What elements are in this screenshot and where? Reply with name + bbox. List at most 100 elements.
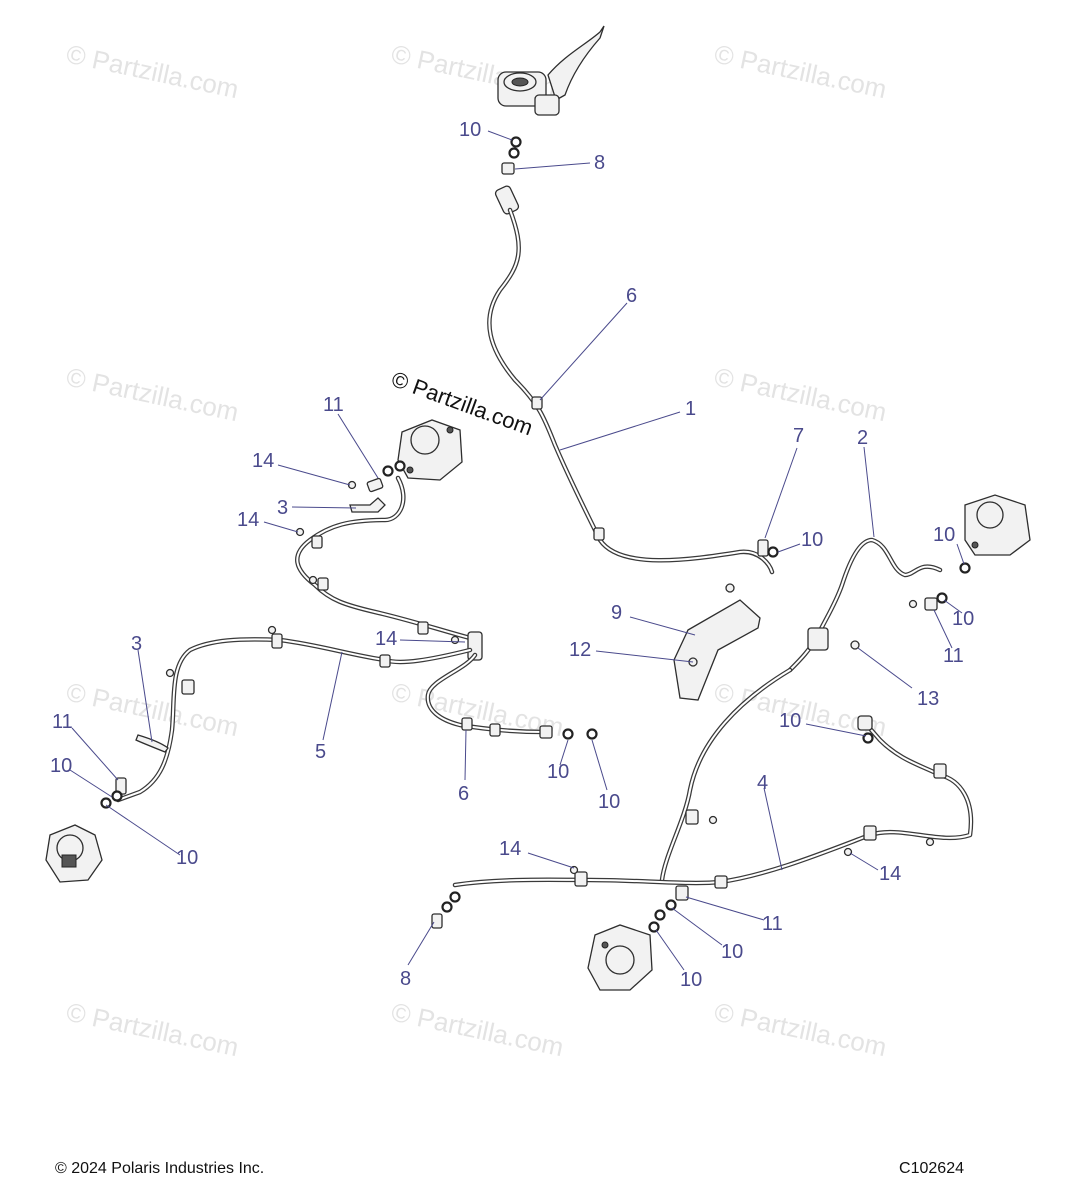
callout-label: 10 bbox=[50, 755, 72, 777]
screw bbox=[850, 640, 860, 650]
washer bbox=[562, 728, 574, 740]
screw bbox=[708, 815, 718, 825]
washer bbox=[586, 728, 598, 740]
hose-clamp bbox=[714, 875, 728, 889]
brake-line-bracket bbox=[349, 497, 386, 513]
callout-label: 10 bbox=[547, 761, 569, 783]
watermark: © Partzilla.com bbox=[712, 997, 890, 1063]
callout-label: 10 bbox=[680, 969, 702, 991]
callout-label: 8 bbox=[594, 152, 605, 174]
banjo-bolt bbox=[431, 913, 443, 929]
hose-clamp bbox=[593, 527, 605, 541]
washer bbox=[394, 460, 406, 472]
master-cylinder bbox=[497, 25, 605, 116]
callout-label: 4 bbox=[757, 772, 768, 794]
watermark: © Partzilla.com bbox=[64, 997, 242, 1063]
watermark: © Partzilla.com bbox=[64, 677, 242, 743]
banjo-bolt bbox=[501, 162, 515, 175]
callout-label: 11 bbox=[52, 711, 73, 733]
banjo-bolt bbox=[675, 885, 689, 901]
hose-clamp bbox=[489, 723, 501, 737]
callout-label: 6 bbox=[626, 285, 637, 307]
hose-clamp bbox=[863, 825, 877, 841]
leader-lines bbox=[69, 130, 965, 971]
callout-label: 14 bbox=[252, 450, 274, 472]
screw bbox=[569, 865, 579, 875]
hose-clamp bbox=[685, 809, 699, 825]
watermark: © Partzilla.com bbox=[64, 39, 242, 105]
watermark: © Partzilla.com bbox=[712, 362, 890, 428]
callout-label: 10 bbox=[459, 119, 481, 141]
callout-label: 10 bbox=[801, 529, 823, 551]
brake-hose-main bbox=[487, 207, 775, 575]
callout-label: 13 bbox=[917, 688, 939, 710]
hose-clamp bbox=[574, 871, 588, 887]
brake-junction bbox=[807, 627, 829, 651]
rear-right-caliper bbox=[587, 924, 653, 991]
front-left-caliper bbox=[397, 419, 463, 481]
screw bbox=[308, 575, 318, 585]
callout-label: 14 bbox=[237, 509, 259, 531]
brake-hose-front-left bbox=[295, 475, 473, 641]
hose-clamp bbox=[417, 621, 429, 635]
screw bbox=[925, 837, 935, 847]
washer bbox=[508, 147, 520, 159]
brake-junction bbox=[467, 631, 483, 661]
washer bbox=[654, 909, 666, 921]
callout-label: 10 bbox=[779, 710, 801, 732]
hose-clamp bbox=[311, 535, 323, 549]
callout-label: 2 bbox=[857, 427, 868, 449]
banjo-fitting bbox=[857, 715, 873, 731]
callout-label: 14 bbox=[375, 628, 397, 650]
hose-clamp bbox=[271, 633, 283, 649]
callout-layer: 10 8 6 1 11 14 3 14 7 10 2 10 10 11 9 12… bbox=[50, 119, 974, 991]
diagram-code: C102624 bbox=[899, 1160, 964, 1177]
washer bbox=[862, 732, 874, 744]
screw bbox=[165, 668, 175, 678]
washer bbox=[449, 891, 461, 903]
hose-clamp bbox=[461, 717, 473, 731]
callout-label: 14 bbox=[879, 863, 901, 885]
front-right-caliper bbox=[964, 494, 1031, 556]
washer bbox=[959, 562, 971, 574]
callout-label: 12 bbox=[569, 639, 591, 661]
screw bbox=[908, 599, 918, 609]
callout-label: 10 bbox=[952, 608, 974, 630]
washer bbox=[100, 797, 112, 809]
callout-label: 11 bbox=[323, 394, 344, 416]
watermark: © Partzilla.com bbox=[389, 997, 567, 1063]
watermark: © Partzilla.com bbox=[64, 362, 242, 428]
screw bbox=[843, 847, 853, 857]
callout-label: 8 bbox=[400, 968, 411, 990]
banjo-bolt bbox=[757, 539, 769, 557]
brake-hose-left-rear bbox=[115, 637, 473, 803]
screw bbox=[267, 625, 277, 635]
washer bbox=[648, 921, 660, 933]
brake-line-bracket bbox=[135, 734, 169, 753]
washer bbox=[111, 790, 123, 802]
callout-label: 11 bbox=[762, 913, 783, 935]
hose-clamp bbox=[531, 396, 543, 410]
watermark: © Partzilla.com bbox=[712, 39, 890, 105]
screw bbox=[450, 635, 460, 645]
rear-left-caliper bbox=[45, 824, 103, 883]
callout-label: 9 bbox=[611, 602, 622, 624]
washer bbox=[382, 465, 394, 477]
banjo-bolt bbox=[366, 477, 384, 493]
screw bbox=[725, 583, 735, 593]
banjo-fitting bbox=[539, 725, 553, 739]
callout-label: 7 bbox=[793, 425, 804, 447]
callout-label: 10 bbox=[721, 941, 743, 963]
callout-label: 10 bbox=[598, 791, 620, 813]
callout-label: 10 bbox=[933, 524, 955, 546]
callout-label: 1 bbox=[685, 398, 696, 420]
washer bbox=[510, 136, 522, 148]
banjo-bolt bbox=[924, 597, 938, 611]
copyright-text: © 2024 Polaris Industries Inc. bbox=[55, 1160, 265, 1177]
callout-label: 5 bbox=[315, 741, 326, 763]
callout-label: 3 bbox=[277, 497, 288, 519]
hose-clamp bbox=[181, 679, 195, 695]
washer bbox=[767, 546, 779, 558]
brake-hose-middle bbox=[425, 652, 548, 735]
callout-label: 3 bbox=[131, 633, 142, 655]
